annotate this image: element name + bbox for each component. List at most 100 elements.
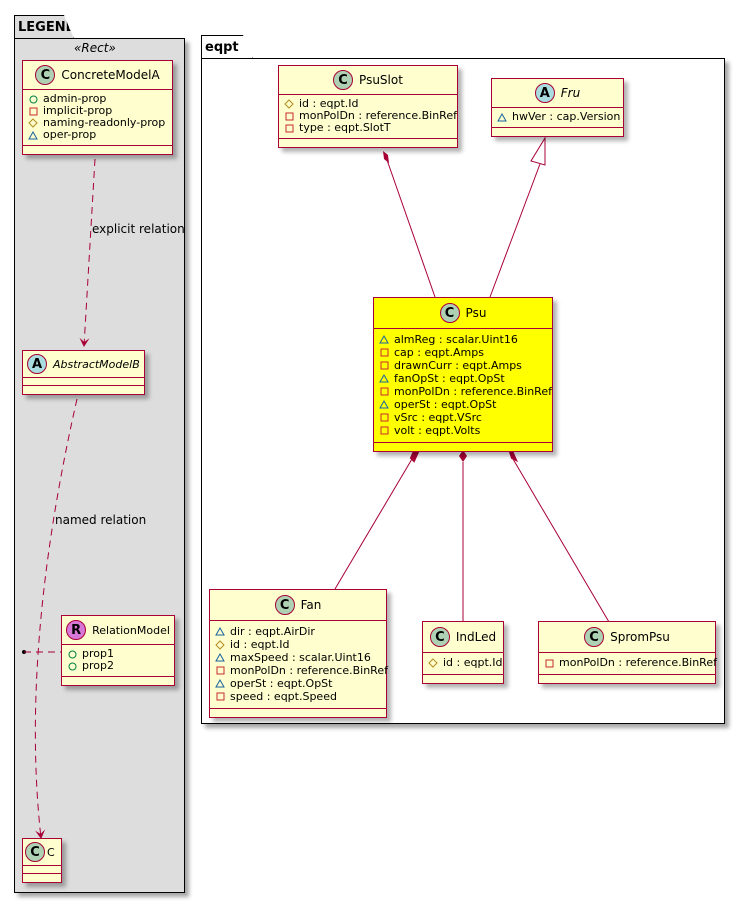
abstract-class-icon: A: [534, 83, 555, 103]
package-visibility-icon: [379, 400, 389, 410]
field-private: vSrc : eqpt.VSrc: [379, 411, 547, 424]
package-visibility-icon: [215, 627, 225, 637]
private-visibility-icon: [215, 666, 225, 676]
protected-visibility-icon: [28, 118, 38, 128]
class-name: SpromPsu: [610, 630, 670, 644]
psu-sprompsu-line: [512, 458, 610, 623]
class-icon: C: [274, 595, 295, 615]
field-package: operSt : eqpt.OpSt: [215, 677, 381, 690]
package-visibility-icon: [497, 112, 507, 122]
class-fru[interactable]: A Fru hwVer : cap.Version: [491, 78, 624, 137]
field-list: admin-prop implicit-prop naming-readonly…: [23, 90, 172, 146]
class-name: Fru: [560, 86, 581, 100]
private-visibility-icon: [544, 658, 554, 668]
abstract-class-icon: A: [27, 354, 47, 374]
method-list: [492, 128, 623, 136]
class-name: Psu: [465, 306, 487, 320]
private-visibility-icon: [379, 387, 389, 397]
public-visibility-icon: [67, 661, 77, 671]
psu-fru-line: [489, 163, 541, 298]
protected-visibility-icon: [284, 99, 294, 109]
class-icon: C: [333, 70, 354, 90]
class-concrete-model-a[interactable]: C ConcreteModelA admin-prop implicit-pro…: [22, 60, 173, 155]
field-package: almReg : scalar.Uint16: [379, 333, 547, 346]
method-list: [23, 386, 144, 394]
method-list: [23, 146, 172, 154]
legend-package-tab: LEGEND: [14, 15, 74, 39]
class-name: Fan: [300, 598, 322, 612]
named-relation-label: named relation: [55, 513, 147, 527]
method-list: [62, 677, 174, 685]
field-private: implicit-prop: [28, 105, 167, 117]
class-abstract-model-b[interactable]: A AbstractModelB: [22, 350, 145, 395]
protected-visibility-icon: [215, 639, 225, 650]
class-fan[interactable]: C Fan dir : eqpt.AirDir id : eqpt.Id max…: [209, 589, 388, 718]
generalization-triangle: [530, 136, 546, 166]
field-list: hwVer : cap.Version: [492, 108, 623, 128]
method-list: [374, 443, 552, 451]
explicit-relation-line: [79, 158, 96, 347]
field-private: cap : eqpt.Amps: [379, 346, 547, 359]
field-package: oper-prop: [28, 129, 167, 141]
field-list: [23, 866, 61, 874]
method-list: [539, 675, 715, 683]
class-name: C: [47, 845, 55, 859]
legend-package-title: LEGEND: [18, 20, 77, 35]
indled-composition-diamond: [459, 450, 467, 462]
protected-visibility-icon: [428, 658, 438, 668]
field-list: almReg : scalar.Uint16 cap : eqpt.Amps d…: [374, 329, 552, 443]
field-list: id : eqpt.Id: [423, 653, 503, 675]
field-private: type : eqpt.SlotT: [284, 122, 452, 134]
class-icon: C: [35, 65, 56, 85]
private-visibility-icon: [379, 426, 389, 436]
field-list: [23, 378, 144, 386]
field-protected: naming-readonly-prop: [28, 117, 167, 129]
class-name: AbstractModelB: [53, 357, 140, 371]
field-protected: id : eqpt.Id: [215, 638, 381, 651]
private-visibility-icon: [379, 413, 389, 423]
method-list: [210, 709, 386, 717]
field-protected: id : eqpt.Id: [428, 657, 503, 669]
class-psu[interactable]: C Psu almReg : scalar.Uint16 cap : eqpt.…: [373, 297, 553, 452]
private-visibility-icon: [284, 111, 294, 121]
class-c[interactable]: C C: [22, 838, 62, 883]
field-private: volt : eqpt.Volts: [379, 424, 547, 437]
class-relation-model[interactable]: R RelationModel prop1 prop2: [61, 615, 175, 686]
field-list: dir : eqpt.AirDir id : eqpt.Id maxSpeed …: [210, 621, 388, 709]
class-name: PsuSlot: [359, 73, 403, 87]
package-visibility-icon: [379, 335, 389, 345]
class-sprom-psu[interactable]: C SpromPsu monPolDn : reference.BinRef: [538, 621, 717, 684]
field-package: hwVer : cap.Version: [497, 111, 620, 123]
field-public: prop1: [67, 648, 169, 660]
eqpt-package-tab: eqpt: [201, 35, 253, 59]
package-visibility-icon: [215, 679, 225, 689]
field-private: monPolDn : reference.BinRef: [284, 110, 457, 122]
method-list: [279, 139, 457, 147]
relation-class-icon: R: [66, 620, 87, 640]
class-name: IndLed: [455, 630, 497, 644]
method-list: [23, 874, 61, 882]
class-icon: C: [25, 842, 45, 862]
private-visibility-icon: [284, 123, 294, 133]
legend-stereotype: «Rect»: [74, 41, 116, 55]
public-visibility-icon: [67, 649, 77, 659]
private-visibility-icon: [379, 361, 389, 371]
field-private: monPolDn : reference.BinRef: [544, 657, 717, 669]
field-list: prop1 prop2: [62, 645, 174, 677]
field-private: drawnCurr : eqpt.Amps: [379, 359, 547, 372]
private-visibility-icon: [215, 692, 225, 702]
class-psu-slot[interactable]: C PsuSlot id : eqpt.Id monPolDn : refere…: [278, 65, 458, 148]
field-package: operSt : eqpt.OpSt: [379, 398, 547, 411]
package-visibility-icon: [379, 374, 389, 384]
method-list: [423, 675, 503, 683]
field-package: fanOpSt : eqpt.OpSt: [379, 372, 547, 385]
private-visibility-icon: [379, 348, 389, 358]
class-ind-led[interactable]: C IndLed id : eqpt.Id: [422, 621, 504, 684]
package-visibility-icon: [28, 130, 38, 140]
field-private: monPolDn : reference.BinRef: [379, 385, 552, 398]
field-list: id : eqpt.Id monPolDn : reference.BinRef…: [279, 95, 457, 139]
named-relation-line: [34, 398, 78, 839]
field-public: admin-prop: [28, 93, 167, 105]
eqpt-package-title: eqpt: [205, 40, 239, 55]
